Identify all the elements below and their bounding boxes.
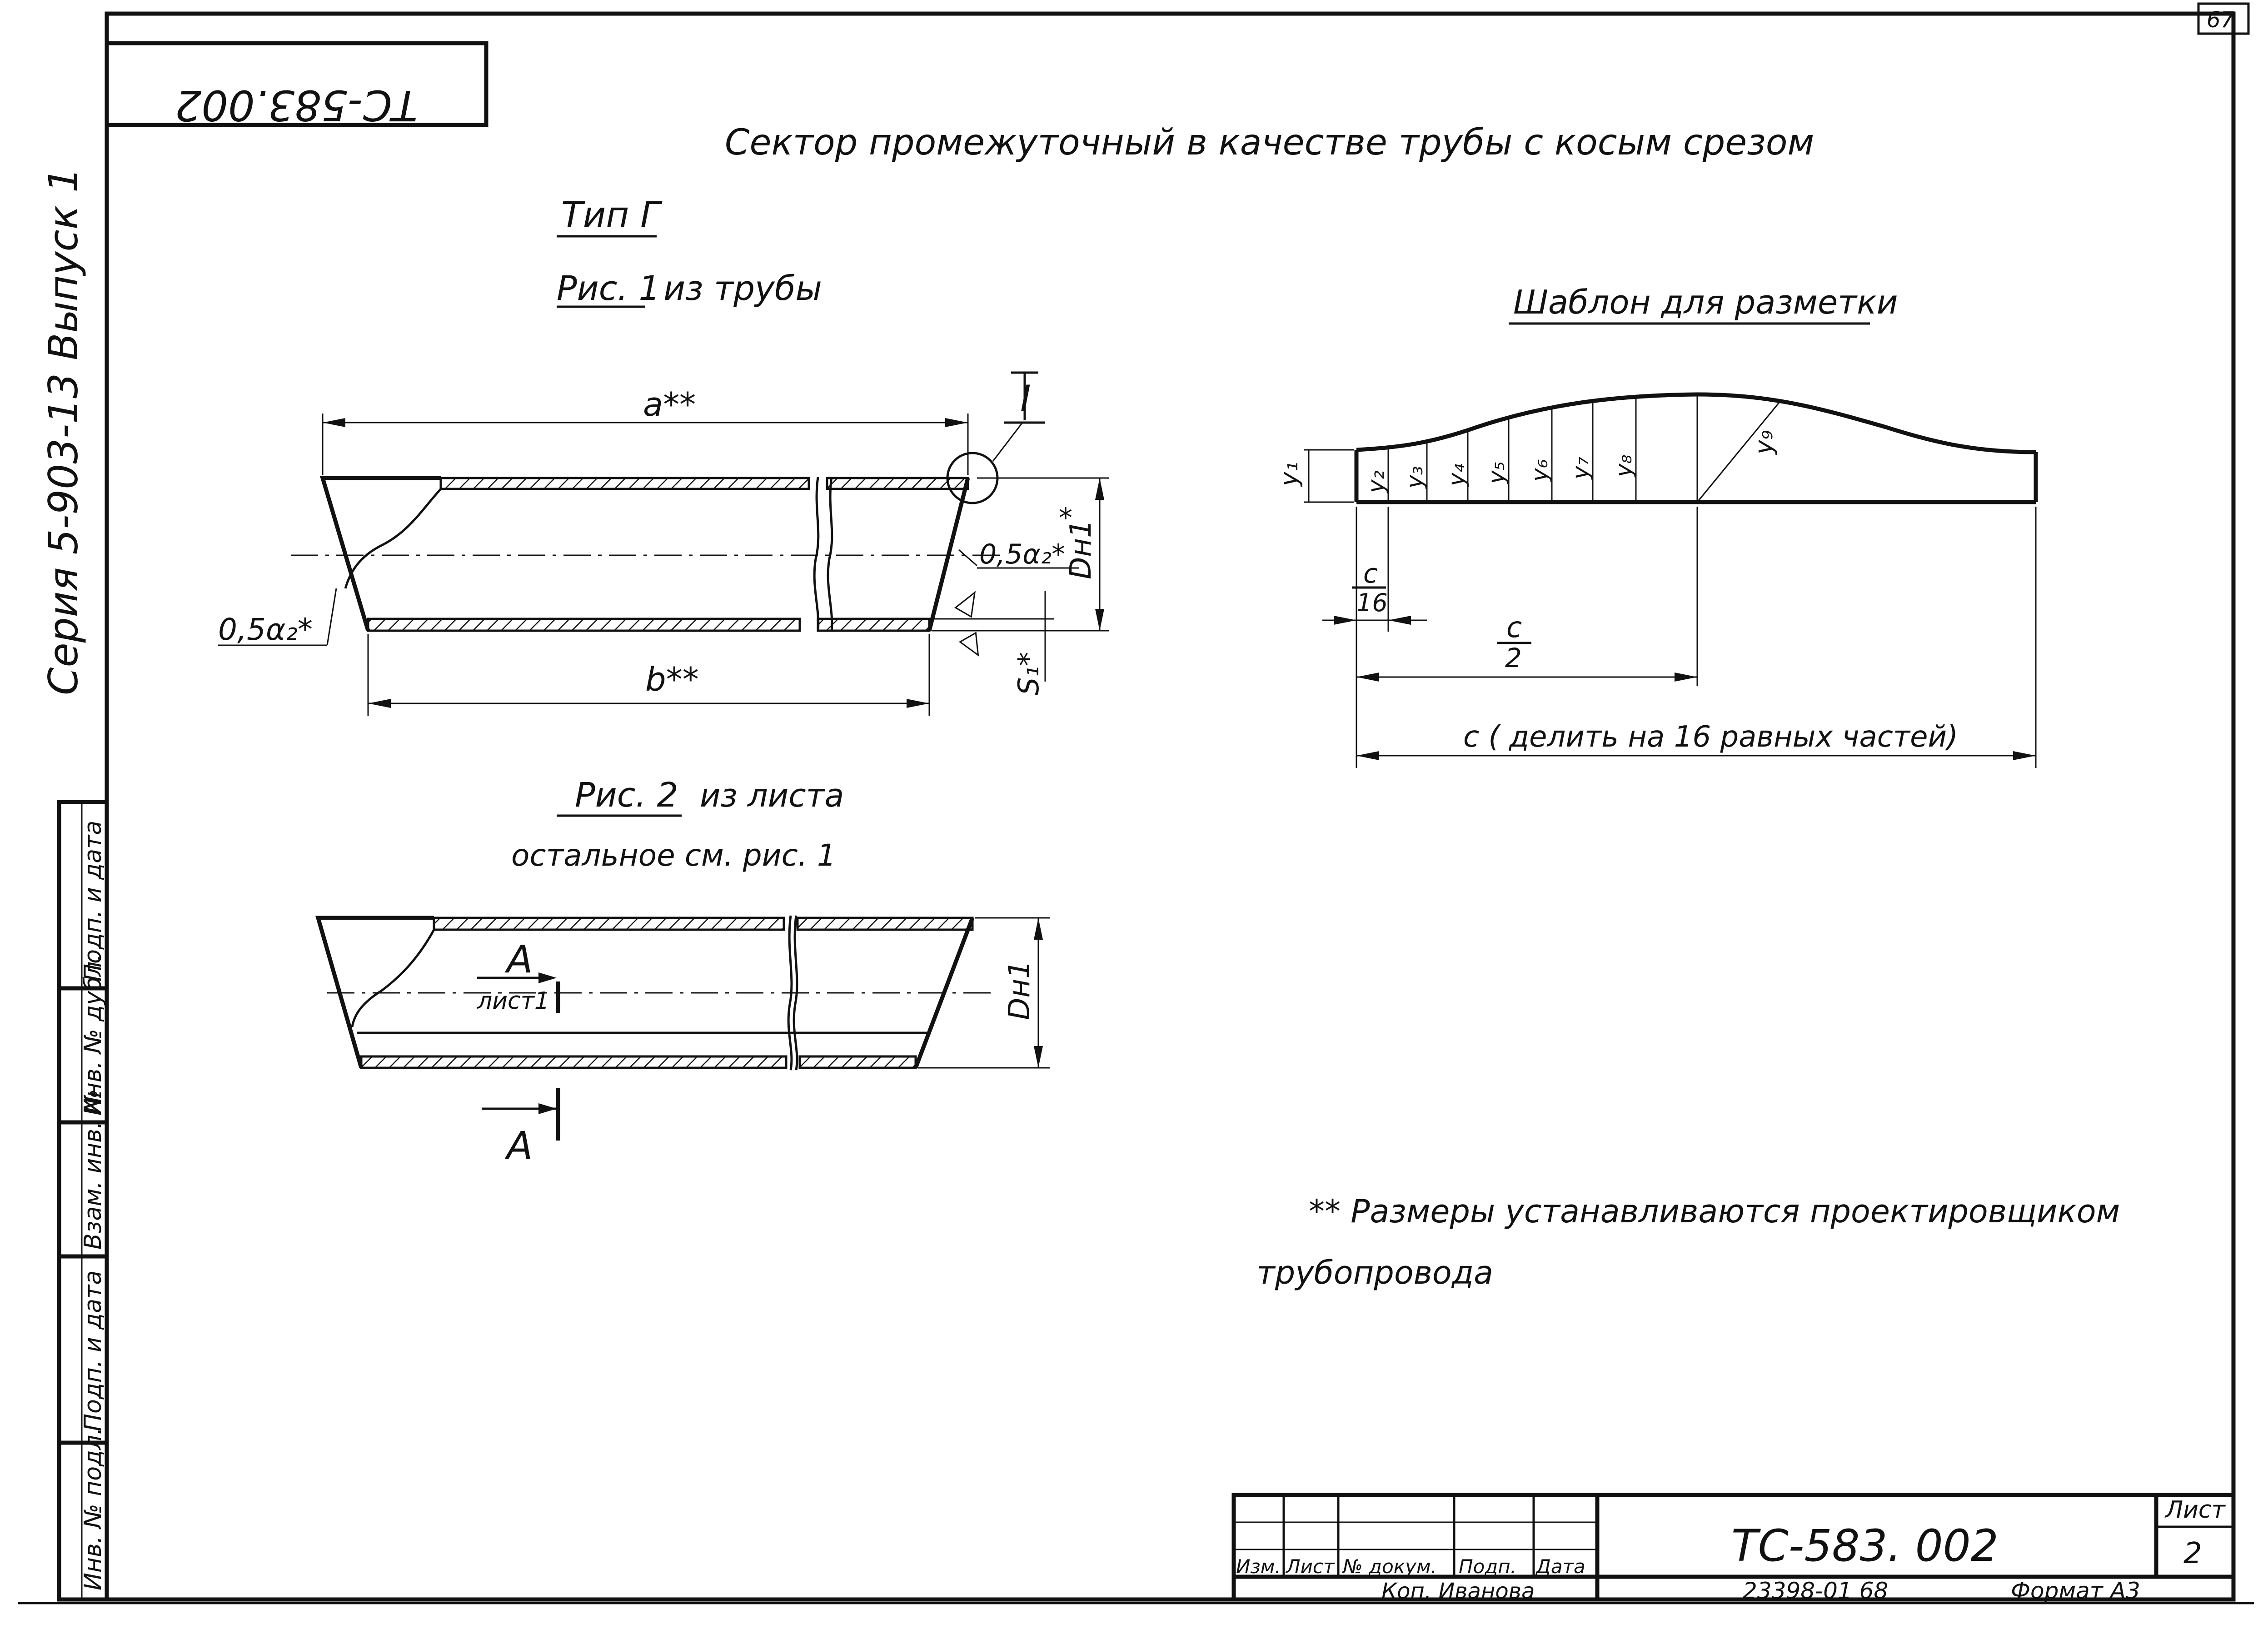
fig2-caption: Рис. 2 из листа <box>557 776 844 817</box>
fig1-dim-a-label: a** <box>643 385 696 423</box>
template-drawing <box>1304 392 2038 768</box>
footnote-line2: трубопровода <box>1256 1254 1493 1291</box>
template-c-full: c ( делить на 16 равных частей) <box>1463 720 1958 754</box>
title-block-hdr-list: Лист <box>1285 1555 1335 1578</box>
stamp-cell-podp-data-1: Подп. и дата <box>80 1270 107 1431</box>
fig1-dim-b-label: b** <box>645 660 699 698</box>
type-label: Тип Г <box>561 195 663 236</box>
stamp-cell-podp-data-2: Подп. и дата <box>80 821 107 981</box>
fig1-angle-left: 0,5α₂* <box>218 612 313 647</box>
fig1-angle-right: 0,5α₂* <box>979 538 1065 570</box>
fig2-dn-label: Dн1 <box>1003 960 1037 1020</box>
template-c16-num: c <box>1363 558 1378 589</box>
template-c2-den: 2 <box>1505 643 1522 673</box>
fig1-pipe-drawing <box>291 371 1045 632</box>
fig1-dim-s1 <box>932 591 1054 682</box>
template-y4: y₄ <box>1443 463 1470 487</box>
template-y5: y₅ <box>1483 461 1510 485</box>
template-y7: y₇ <box>1567 457 1594 480</box>
title-block-copied-by: Коп. Иванова <box>1381 1579 1535 1604</box>
fig1-dn-label: Dн1 <box>1064 519 1098 579</box>
template-y2: y₂ <box>1363 470 1389 494</box>
title-block-doc-code: ТС-583. 002 <box>1731 1520 1999 1571</box>
stamp-cell-inv-podl: Инв. № подл. <box>80 1427 107 1590</box>
fig1-caption-text: из трубы <box>663 269 822 308</box>
template-y9: y₉ <box>1750 430 1778 455</box>
title-block-hdr-dokum: № докум. <box>1342 1555 1437 1578</box>
fig1-s1-label: S₁* <box>1012 652 1045 695</box>
left-margin-series: Серия 5-903-13 Выпуск 1 <box>40 167 87 695</box>
sheet-number-top: 67 <box>2207 7 2235 33</box>
title-block-hdr-podp: Подп. <box>1459 1555 1516 1578</box>
doc-code-box: ТС-583.002 <box>105 41 488 130</box>
title-block-sheet-label: Лист <box>2164 1496 2226 1524</box>
stamp-cell-vzam-inv: Взам. инв. № <box>80 1089 107 1250</box>
fig2-section-a-bottom: А <box>504 1123 533 1168</box>
fig2-note: остальное см. рис. 1 <box>511 838 836 873</box>
doc-code-rotated: ТС-583.002 <box>175 81 418 130</box>
fig2-pipe-drawing <box>315 915 1050 1141</box>
stamp-cell-inv-dubl: Инв. № дубл. <box>80 954 107 1116</box>
fig1-detail-mark: I <box>1020 378 1031 420</box>
left-stamp-table <box>57 800 109 1602</box>
template-y1: y₁ <box>1275 462 1303 487</box>
title-block <box>1231 1493 2236 1602</box>
template-y8: y₈ <box>1610 454 1637 478</box>
template-y3: y₃ <box>1401 466 1428 489</box>
fig1-angle-leaders <box>218 549 1079 646</box>
title-block-sheet-value: 2 <box>2183 1537 2202 1570</box>
title-block-hdr-data: Дата <box>1535 1555 1585 1578</box>
title-block-format: Формат А3 <box>2011 1578 2140 1604</box>
footnote-line1: ** Размеры устанавливаются проектировщик… <box>1309 1193 2120 1230</box>
template-c16-den: 16 <box>1356 588 1388 617</box>
template-c2-num: c <box>1506 611 1522 644</box>
fig2-caption-num: Рис. 2 <box>575 776 678 815</box>
fig1-dn-star: * <box>1059 502 1072 534</box>
drawing-title: Сектор промежуточный в качестве трубы с … <box>725 122 1814 163</box>
sheet-frame <box>18 2 2254 1604</box>
fig2-section-ref: лист1 <box>477 987 549 1015</box>
template-title: Шаблон для разметки <box>1513 283 1898 321</box>
fig1-caption-num: Рис. 1 <box>557 269 660 308</box>
fig2-section-a: А <box>504 937 533 981</box>
title-block-hdr-izm: Изм. <box>1236 1555 1281 1578</box>
fig2-caption-text: из листа <box>700 777 844 814</box>
title-block-archive-no: 23398-01 68 <box>1743 1578 1888 1604</box>
fig1-dim-a <box>322 413 969 475</box>
fig1-dim-b <box>367 634 930 716</box>
template-y6: y₆ <box>1526 459 1553 483</box>
fig1-dim-dn <box>932 477 1109 632</box>
fig1-caption: Рис. 1 из трубы <box>557 269 822 308</box>
